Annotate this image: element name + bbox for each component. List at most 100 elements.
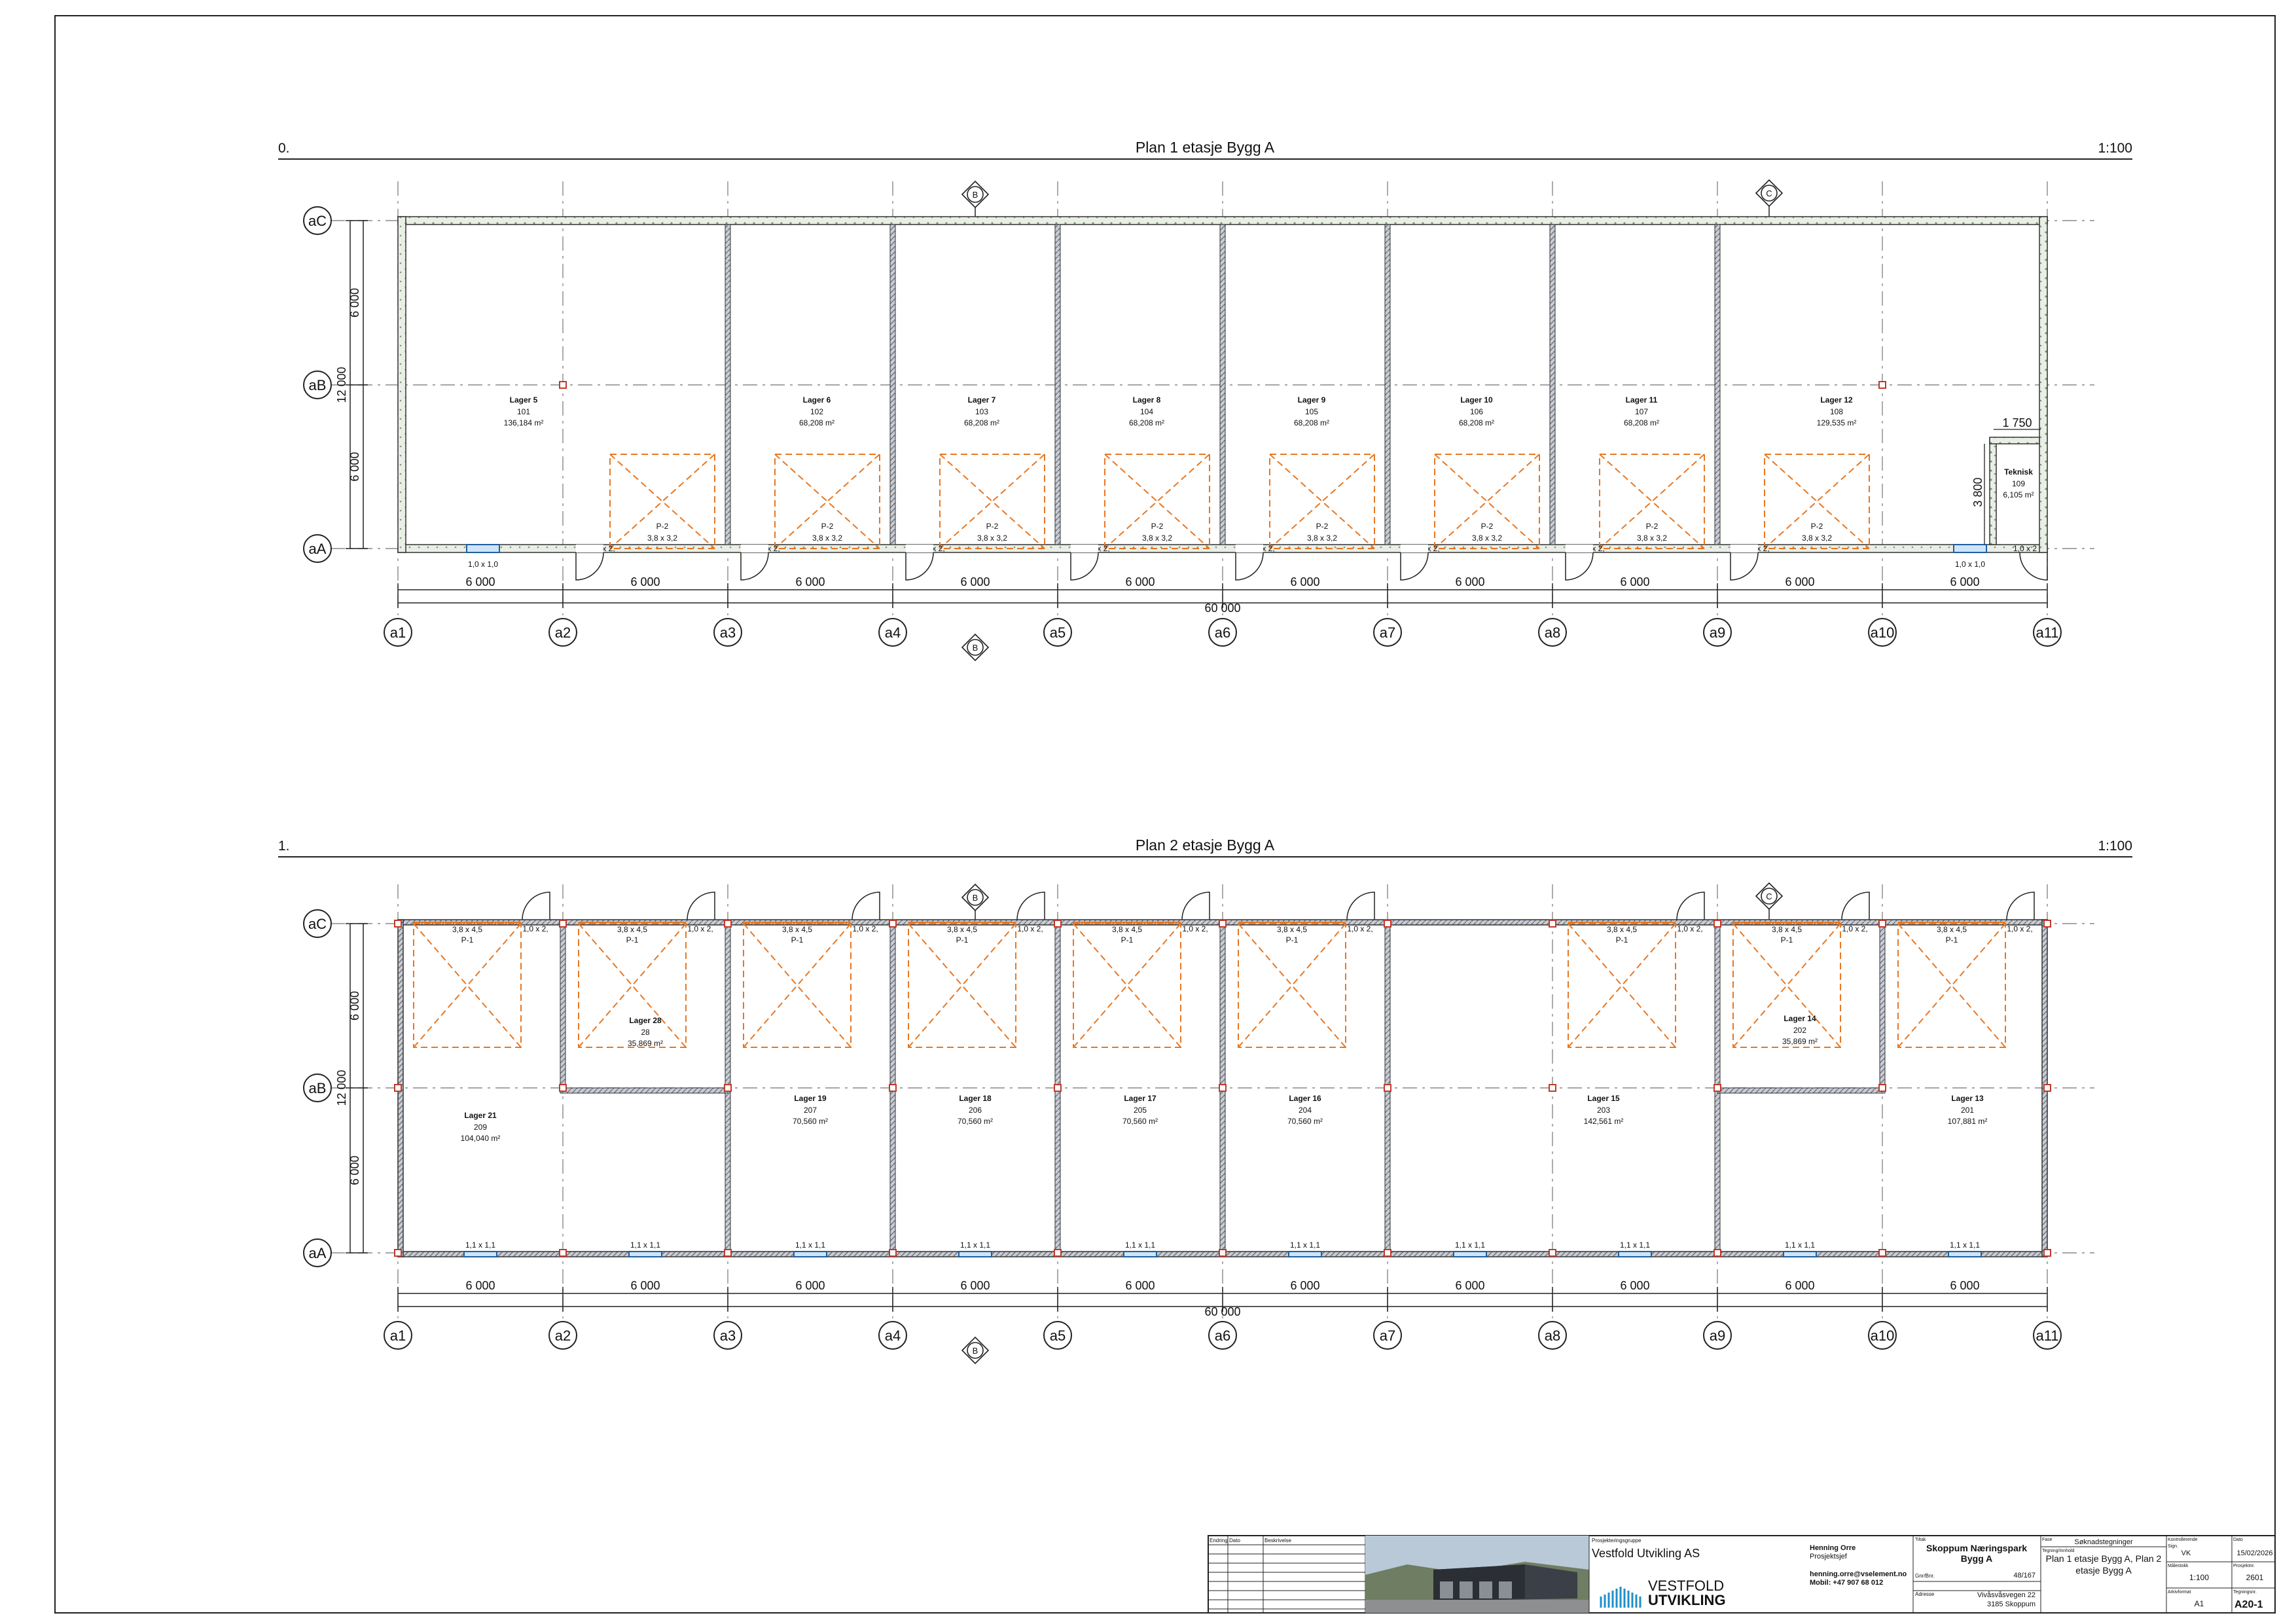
door-label: 1,0 x 2, (1347, 924, 1372, 933)
column-marker (559, 1084, 567, 1092)
grid-bubble-col (1538, 1321, 1567, 1350)
door-opening (1731, 545, 1758, 552)
door-label: 1,0 x 2, (1842, 924, 1867, 933)
port-size: 3,8 x 4,5 (782, 925, 812, 934)
room-number: 106 (1470, 407, 1483, 416)
column-marker (559, 1249, 567, 1257)
grid-label-row: aB (309, 1080, 327, 1096)
column-marker (1219, 1249, 1227, 1257)
room-area: 35,869 m² (1782, 1037, 1818, 1046)
room-name: Lager 17 (1124, 1094, 1157, 1103)
dim-bottom-text: 6 000 (465, 575, 495, 588)
room-area: 107,881 m² (1948, 1117, 1988, 1126)
grid-bubble-col (2033, 1321, 2062, 1350)
grid-bubble-col (548, 618, 577, 647)
partition-wall (1384, 224, 1391, 545)
grid-label-col: a11 (2036, 1327, 2058, 1344)
logo-text: VESTFOLD (1648, 1578, 1724, 1594)
port-label: P-2 (986, 522, 999, 531)
window-label: 1,1 x 1,1 (960, 1240, 990, 1250)
room-number: 101 (517, 407, 530, 416)
plan-title: Plan 1 etasje Bygg A (1136, 139, 1275, 156)
building-door (1440, 1581, 1453, 1598)
port-diagonal (1568, 923, 1676, 1048)
window-label: 1,1 x 1,1 (1785, 1240, 1815, 1250)
section-marker-circle (1761, 185, 1778, 202)
room-area: 68,208 m² (1294, 418, 1329, 427)
port-diagonal (939, 454, 1045, 549)
section-marker-circle (1761, 888, 1778, 905)
window-label: 1,1 x 1,1 (1950, 1240, 1980, 1250)
port-diagonal (774, 454, 880, 549)
grid-label-col: a9 (1710, 624, 1725, 641)
grid-bubble-col (1538, 618, 1567, 647)
grid-label-col: a4 (885, 1327, 901, 1344)
port-diagonal (908, 923, 1016, 1048)
grid-bubble-col (1208, 1321, 1237, 1350)
dim-bottom-text: 6 000 (465, 1279, 495, 1292)
door-opening (906, 545, 933, 552)
address-label: Adresse (1915, 1591, 1935, 1597)
port-diagonal (743, 923, 852, 1048)
window-label: 1,1 x 1,1 (1290, 1240, 1320, 1250)
date-label: Dato (2233, 1538, 2243, 1542)
port-diagonal (609, 454, 715, 549)
window (958, 1251, 992, 1257)
grid-bubble-col (548, 1321, 577, 1350)
port-diagonal (413, 923, 522, 1048)
column-marker (889, 1084, 897, 1092)
door-swing-icon (575, 552, 604, 581)
room-name: Lager 12 (1820, 395, 1853, 405)
window (1123, 1251, 1157, 1257)
window (1783, 1251, 1817, 1257)
window (1288, 1251, 1322, 1257)
window-label: 1,1 x 1,1 (1455, 1240, 1485, 1250)
address-line: Vivåsvåsvegen 22 (1977, 1591, 2036, 1599)
port-opening (1073, 923, 1181, 1048)
contact-phone: Mobil: +47 907 68 012 (1810, 1579, 1883, 1587)
signed-label: Sign. (2168, 1544, 2178, 1549)
port-diagonal (1104, 454, 1210, 549)
door-label: 1,0 x 2, (522, 924, 548, 933)
section-marker-label: B (973, 190, 978, 200)
room-area: 70,560 m² (793, 1117, 828, 1126)
revision-header: Beskrivelse (1265, 1538, 1291, 1543)
window-label: 1,0 x 1,0 (468, 560, 498, 569)
port-size: 3,8 x 3,2 (1142, 533, 1172, 543)
door-opening (1401, 545, 1428, 552)
port-opening (908, 923, 1016, 1048)
room-name: Lager 13 (1951, 1094, 1984, 1103)
grid-label-row: aA (309, 541, 327, 557)
port-size: 3,8 x 4,5 (1277, 925, 1307, 934)
column-marker (724, 920, 732, 928)
column-marker (1713, 1249, 1721, 1257)
door-opening (576, 545, 603, 552)
technical-room-number: 109 (2012, 479, 2025, 488)
room-area: 70,560 m² (1122, 1117, 1158, 1126)
grid-bubble-col (2033, 618, 2062, 647)
column-marker (1384, 920, 1391, 928)
dim-left-total: 12 000 (335, 367, 348, 403)
port-opening (413, 923, 522, 1048)
port-size: 3,8 x 3,2 (647, 533, 677, 543)
column-marker (2043, 1084, 2051, 1092)
port-size: 3,8 x 4,5 (947, 925, 977, 934)
port-diagonal (1732, 923, 1841, 1048)
grid-bubble-col (878, 1321, 907, 1350)
dim-total-text: 60 000 (1204, 1305, 1240, 1318)
port-diagonal (774, 454, 880, 549)
column-marker (1713, 1084, 1721, 1092)
port-diagonal (1897, 923, 2006, 1048)
date-value: 15/02/2026 (2236, 1549, 2272, 1557)
technical-room-name: Teknisk (2004, 467, 2033, 477)
port-label: P-1 (626, 935, 639, 945)
door-label: 1,0 x 2 (2013, 544, 2037, 553)
grid-bubble-col (384, 618, 412, 647)
grid-bubble-col (1868, 1321, 1897, 1350)
dim-bottom-text: 6 000 (630, 1279, 660, 1292)
dim-bottom-text: 6 000 (1620, 1279, 1649, 1292)
partition-wall (560, 919, 566, 1091)
port-diagonal (1764, 454, 1870, 549)
dim-left-text: 6 000 (348, 288, 361, 317)
